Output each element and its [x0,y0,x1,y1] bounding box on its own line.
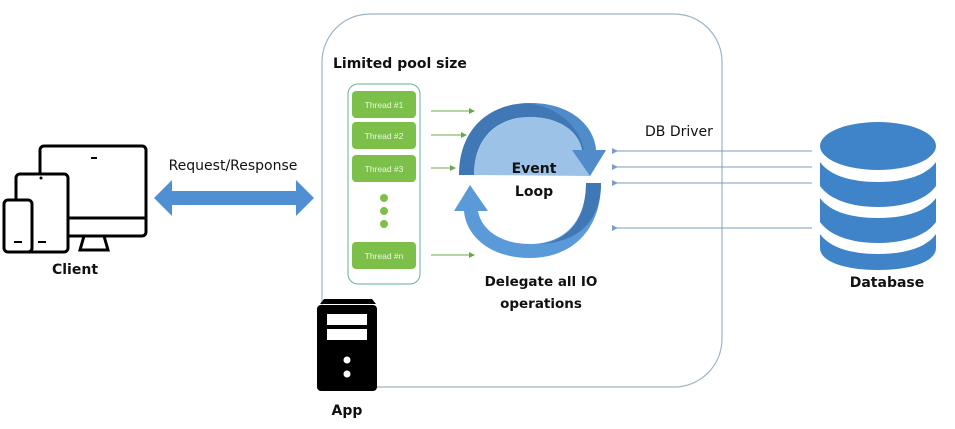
delegate-label-line1: Delegate all IO [485,274,598,290]
request-response-label: Request/Response [169,158,298,174]
app-label: App [332,403,363,419]
event-loop-label-line1: Event [512,161,557,177]
ellipsis-dots [380,194,388,228]
client-label: Client [52,262,98,278]
devices-icon [2,144,148,254]
thread-label: Thread #n [365,251,404,261]
thread-item: Thread #n [352,242,416,269]
pool-title: Limited pool size [333,56,467,72]
thread-pool [347,83,421,285]
server-icon [317,299,377,391]
thread-to-loop-arrows [431,108,475,258]
db-driver-label: DB Driver [645,124,713,140]
database-icon [820,122,936,270]
app-container [321,13,723,388]
thread-list: Thread #1 Thread #2 Thread #3 Thread #n [352,91,416,269]
event-loop-icon [454,103,606,258]
event-loop-label-line2: Loop [515,184,553,200]
request-response-arrow [154,180,314,216]
delegate-label-line2: operations [500,296,582,312]
thread-label: Thread #2 [365,131,404,141]
thread-label: Thread #3 [365,164,404,174]
thread-label: Thread #1 [365,100,404,110]
thread-item: Thread #2 [352,122,416,149]
db-driver-arrows [612,148,812,231]
database-label: Database [850,275,925,291]
thread-item: Thread #1 [352,91,416,118]
thread-item: Thread #3 [352,155,416,182]
